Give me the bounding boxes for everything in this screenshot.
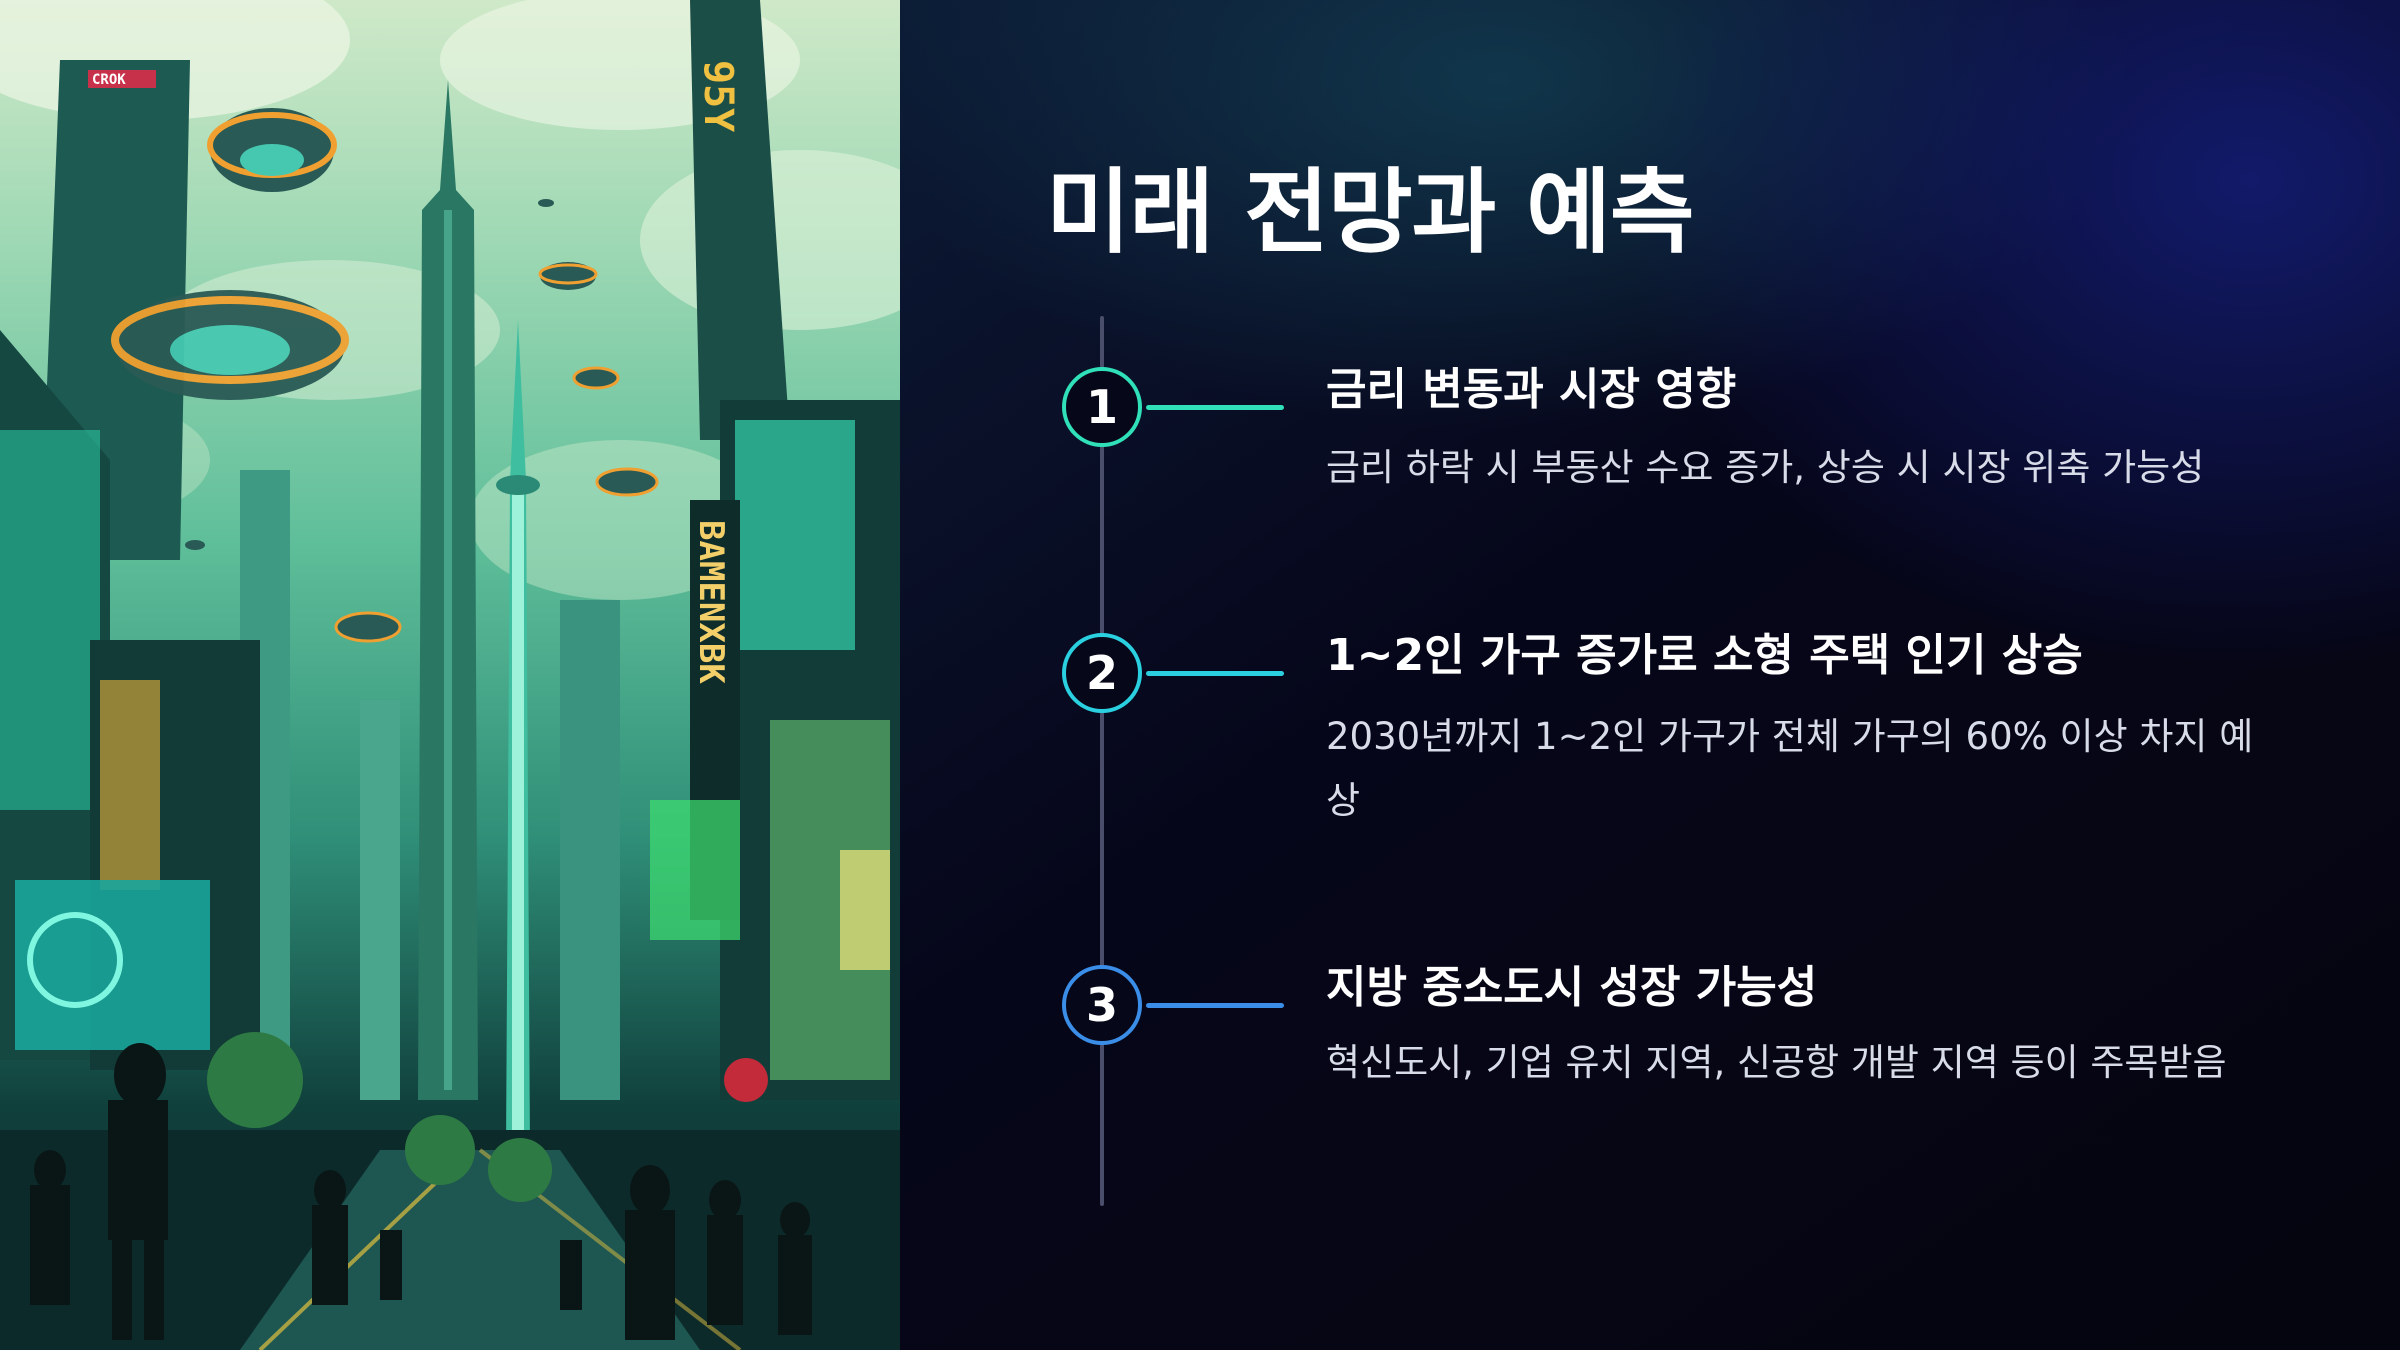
building-right: [690, 0, 790, 440]
tree: [488, 1138, 552, 1202]
sign-text: CROK: [92, 72, 126, 88]
spire-highlight: [444, 210, 452, 1090]
step-2-description: 2030년까지 1~2인 가구가 전체 가구의 60% 이상 차지 예상: [1326, 715, 2254, 822]
step-1-connector: [1146, 405, 1284, 410]
step-3-number: 3: [1085, 978, 1118, 1032]
street-reflection: [240, 1150, 700, 1350]
ufo-small: [538, 262, 598, 290]
screen-ring: [27, 912, 123, 1008]
step-1-marker: 1: [1062, 367, 1142, 447]
tree: [207, 1032, 303, 1128]
sign-text-vertical: 95Y: [695, 60, 741, 132]
ufo-small: [595, 467, 659, 497]
people: [30, 1043, 812, 1340]
step-2-marker: 2: [1062, 633, 1142, 713]
billboard-green: [650, 800, 740, 940]
ufo-small: [572, 366, 620, 390]
billboard-left: [0, 430, 100, 810]
step-2-heading: 1~2인 가구 증가로 소형 주택 인기 상승: [1326, 630, 2083, 681]
step-3-description: 혁신도시, 기업 유치 지역, 신공항 개발 지역 등이 주목받음: [1326, 1041, 2227, 1084]
step-1-heading: 금리 변동과 시장 영향: [1326, 364, 1737, 415]
screen-left: [15, 880, 210, 1050]
needle-glow: [512, 480, 524, 1150]
needle-ring: [496, 475, 540, 495]
city-artwork: CROK 95Y BAMENXBK: [0, 0, 900, 1350]
step-2-connector: [1146, 671, 1284, 676]
step-3-heading: 지방 중소도시 성장 가능성: [1326, 962, 1818, 1013]
city-illustration: CROK 95Y BAMENXBK: [0, 0, 900, 1350]
ufo-small: [185, 540, 205, 550]
step-1-number: 1: [1085, 380, 1118, 434]
tree: [405, 1115, 475, 1185]
tower-far: [360, 700, 400, 1100]
sign-text-vertical: BAMENXBK: [691, 520, 731, 684]
ufo-medium: [207, 108, 337, 192]
step-2-number: 2: [1085, 646, 1118, 700]
tower-far: [560, 600, 620, 1100]
billboard-right-yellow: [840, 850, 890, 970]
timeline-line: [1100, 316, 1104, 1206]
page-title: 미래 전망과 예측: [1046, 159, 1695, 266]
step-3-connector: [1146, 1003, 1284, 1008]
step-3-marker: 3: [1062, 965, 1142, 1045]
ufo-large: [111, 290, 349, 400]
billboard-mid-left: [100, 680, 160, 890]
building-left-sign: [88, 70, 156, 88]
screen-right: [735, 420, 855, 650]
ufo-small: [334, 611, 402, 643]
ufo-small: [538, 199, 554, 207]
step-1-description: 금리 하락 시 부동산 수요 증가, 상승 시 시장 위축 가능성: [1326, 446, 2205, 489]
sign-red: [724, 1058, 768, 1102]
